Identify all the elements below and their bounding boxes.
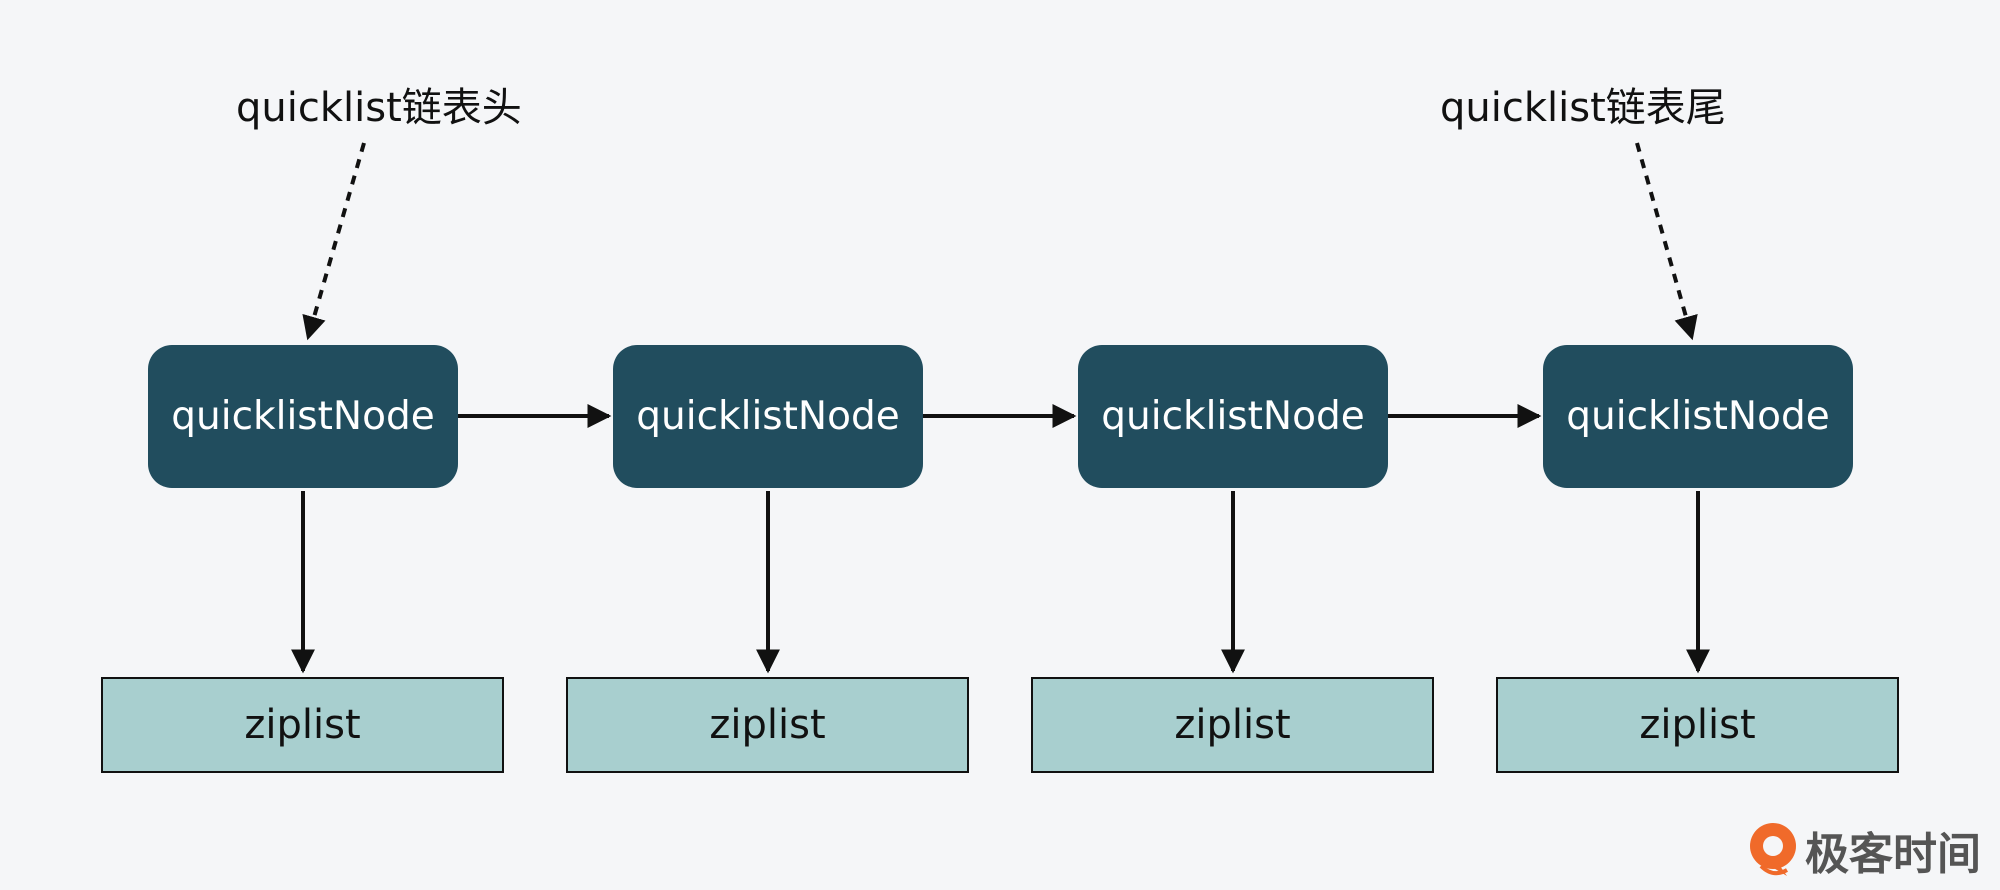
ziplist-4: ziplist: [1496, 677, 1899, 773]
ziplist-1: ziplist: [101, 677, 504, 773]
geektime-watermark: 极客时间: [1747, 820, 1981, 880]
list-head-label: quicklist链表头: [236, 85, 522, 131]
quicklist-node-1: quicklistNode: [148, 345, 458, 488]
ziplist-2: ziplist: [566, 677, 969, 773]
ziplist-3: ziplist: [1031, 677, 1434, 773]
head-pointer-arrow: [302, 142, 366, 341]
list-tail-label: quicklist链表尾: [1440, 85, 1726, 131]
tail-pointer-arrow: [1635, 142, 1698, 341]
geektime-logo-icon: [1750, 823, 1796, 876]
quicklist-node-2: quicklistNode: [613, 345, 923, 488]
quicklist-node-4: quicklistNode: [1543, 345, 1853, 488]
quicklist-node-3: quicklistNode: [1078, 345, 1388, 488]
watermark-text: 极客时间: [1805, 829, 1981, 880]
